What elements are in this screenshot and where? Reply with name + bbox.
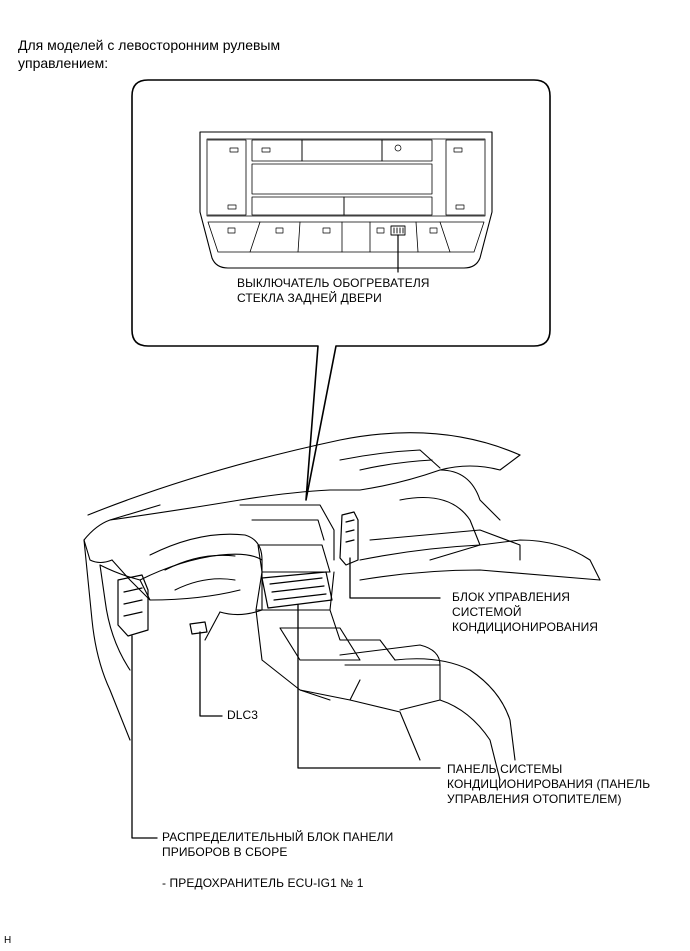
dlc3-connector-icon <box>189 621 208 635</box>
rear-defogger-switch-icon <box>390 225 406 236</box>
ac-amplifier-icon <box>339 511 359 566</box>
intro-text: Для моделей с левосторонним рулевым упра… <box>18 37 281 71</box>
leader-lines <box>131 557 441 839</box>
corner-mark: H <box>4 935 12 946</box>
ac-panel-unit-icon <box>261 571 333 609</box>
label-ac-amplifier: БЛОК УПРАВЛЕНИЯ СИСТЕМОЙ КОНДИЦИОНИРОВАН… <box>452 590 599 634</box>
callout-label: ВЫКЛЮЧАТЕЛЬ ОБОГРЕВАТЕЛЯ СТЕКЛА ЗАДНЕЙ Д… <box>237 276 430 305</box>
control-panel-closeup <box>199 131 493 269</box>
junction-block-icon <box>117 574 149 637</box>
label-junction-block: РАСПРЕДЕЛИТЕЛЬНЫЙ БЛОК ПАНЕЛИ ПРИБОРОВ В… <box>162 830 394 859</box>
label-dlc3: DLC3 <box>227 708 259 722</box>
dashboard-illustration <box>83 432 601 781</box>
label-fuse: - ПРЕДОХРАНИТЕЛЬ ECU-IG1 № 1 <box>162 876 364 890</box>
label-ac-panel: ПАНЕЛЬ СИСТЕМЫ КОНДИЦИОНИРОВАНИЯ (ПАНЕЛЬ… <box>447 762 651 806</box>
callout-bubble <box>131 79 551 501</box>
